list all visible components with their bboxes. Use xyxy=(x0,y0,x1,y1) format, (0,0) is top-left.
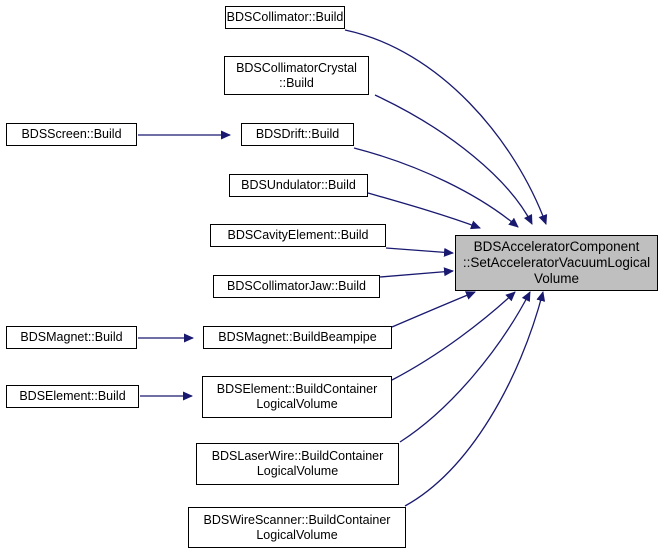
node-magnet-build[interactable]: BDSMagnet::Build xyxy=(6,326,137,349)
node-drift-build[interactable]: BDSDrift::Build xyxy=(241,123,354,146)
node-magnet-build-beampipe[interactable]: BDSMagnet::BuildBeampipe xyxy=(203,326,392,349)
edge-wirescanner-container-to-target xyxy=(404,291,546,507)
node-label-line: ::SetAcceleratorVacuumLogical xyxy=(462,255,651,270)
node-label-line: BDSCollimatorCrystal xyxy=(236,60,357,75)
node-collimator-crystal-build[interactable]: BDSCollimatorCrystal ::Build xyxy=(224,56,369,95)
edge-undulator-to-target xyxy=(367,192,481,230)
node-cavity-element-build[interactable]: BDSCavityElement::Build xyxy=(210,224,386,247)
node-label-line: BDSLaserWire::BuildContainer xyxy=(211,449,384,463)
node-label-line: BDSCollimator::Build xyxy=(226,10,344,24)
node-label-line: BDSDrift::Build xyxy=(255,127,340,141)
node-set-accelerator-vacuum-logical-volume: BDSAcceleratorComponent ::SetAccelerator… xyxy=(455,235,658,291)
node-label-line: LogicalVolume xyxy=(256,527,338,542)
edge-laserwire-container-to-target xyxy=(399,291,531,443)
edge-cavity-element-to-target xyxy=(385,247,454,257)
edge-collimator-jaw-to-target xyxy=(379,267,454,278)
node-element-build-container-logical-volume[interactable]: BDSElement::BuildContainer LogicalVolume xyxy=(202,376,392,418)
node-undulator-build[interactable]: BDSUndulator::Build xyxy=(229,174,368,197)
node-label-line: LogicalVolume xyxy=(256,397,338,411)
node-label-line: Volume xyxy=(533,271,580,286)
edge-collimator-to-target xyxy=(344,29,548,225)
node-screen-build[interactable]: BDSScreen::Build xyxy=(6,123,137,146)
edge-collimator-crystal-to-target xyxy=(374,94,533,225)
node-label-line: BDSElement::BuildContainer xyxy=(216,382,378,396)
node-collimator-build[interactable]: BDSCollimator::Build xyxy=(225,6,345,29)
node-label-line: BDSCollimatorJaw::Build xyxy=(227,279,366,293)
node-label-line: BDSMagnet::Build xyxy=(20,330,123,344)
node-wirescanner-build-container-logical-volume[interactable]: BDSWireScanner::BuildContainer LogicalVo… xyxy=(188,507,406,548)
node-label-line: BDSElement::Build xyxy=(19,389,126,403)
node-label-line: BDSMagnet::BuildBeampipe xyxy=(218,330,377,344)
node-label-line: BDSWireScanner::BuildContainer xyxy=(203,512,391,527)
edge-magnet-beampipe-to-target xyxy=(391,291,476,328)
edge-drift-to-target xyxy=(353,147,519,228)
node-element-build[interactable]: BDSElement::Build xyxy=(6,385,139,408)
node-label-line: BDSUndulator::Build xyxy=(241,178,356,192)
node-label-line: ::Build xyxy=(279,75,314,90)
node-laserwire-build-container-logical-volume[interactable]: BDSLaserWire::BuildContainer LogicalVolu… xyxy=(196,443,399,485)
edge-element-container-to-target xyxy=(391,291,516,381)
node-label-line: LogicalVolume xyxy=(256,464,339,478)
node-label-line: BDSCavityElement::Build xyxy=(227,228,369,242)
node-label-line: BDSAcceleratorComponent xyxy=(473,239,640,254)
node-collimator-jaw-build[interactable]: BDSCollimatorJaw::Build xyxy=(213,275,380,298)
node-label-line: BDSScreen::Build xyxy=(21,127,122,141)
